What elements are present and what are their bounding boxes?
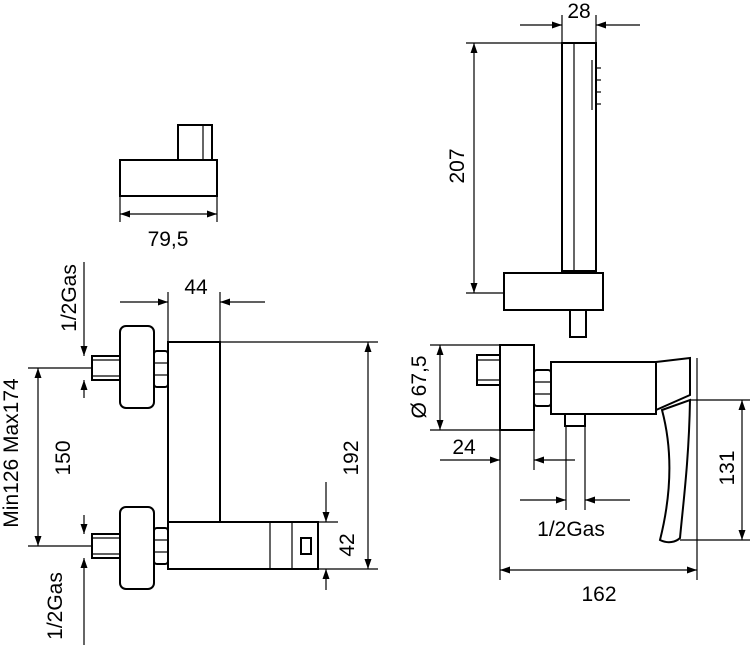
dim-outlet-gas: 1/2Gas bbox=[537, 518, 605, 541]
handshower-body bbox=[561, 42, 597, 272]
nut-top bbox=[153, 350, 169, 388]
dim-handshower-length: 207 bbox=[446, 148, 469, 183]
dim-total-height: 192 bbox=[340, 440, 363, 475]
handshower-holder bbox=[503, 272, 604, 311]
dim-front-offset: 44 bbox=[184, 276, 208, 299]
nut-bottom bbox=[153, 527, 169, 565]
dim-inlet-gas-top: 1/2Gas bbox=[58, 264, 81, 332]
rosette-top bbox=[119, 325, 155, 409]
dim-total-depth: 162 bbox=[581, 583, 616, 606]
dim-top-width: 28 bbox=[567, 0, 590, 23]
wall-bracket-view bbox=[119, 124, 218, 222]
mixer-front-view bbox=[28, 262, 378, 645]
side-body bbox=[550, 361, 657, 415]
side-inlet bbox=[476, 354, 501, 386]
rosette-bottom bbox=[119, 506, 155, 590]
dim-center-distance: 150 bbox=[52, 440, 75, 475]
dim-center-distance-range: Min126 Max174 bbox=[0, 378, 23, 528]
side-rosette bbox=[499, 344, 535, 431]
mixer-front-body bbox=[167, 341, 221, 525]
mixer-front-outlet bbox=[167, 521, 319, 570]
handle-base bbox=[655, 356, 691, 412]
handle-lever bbox=[658, 398, 692, 544]
dim-inlet-gas-bottom: 1/2Gas bbox=[44, 572, 67, 640]
dim-bracket-width: 79,5 bbox=[148, 228, 189, 251]
side-nut bbox=[533, 369, 552, 407]
dim-outlet-height: 42 bbox=[336, 533, 359, 556]
side-outlet bbox=[564, 413, 586, 427]
dim-rosette-diameter: Ø 67,5 bbox=[408, 355, 431, 418]
bracket-body bbox=[119, 159, 218, 197]
bracket-holder bbox=[177, 124, 213, 161]
handshower-view bbox=[466, 15, 640, 338]
handshower-connector bbox=[569, 309, 587, 338]
dim-wall-offset: 24 bbox=[452, 436, 476, 459]
mixer-side-view bbox=[430, 344, 750, 580]
dim-handle-height: 131 bbox=[716, 450, 739, 485]
